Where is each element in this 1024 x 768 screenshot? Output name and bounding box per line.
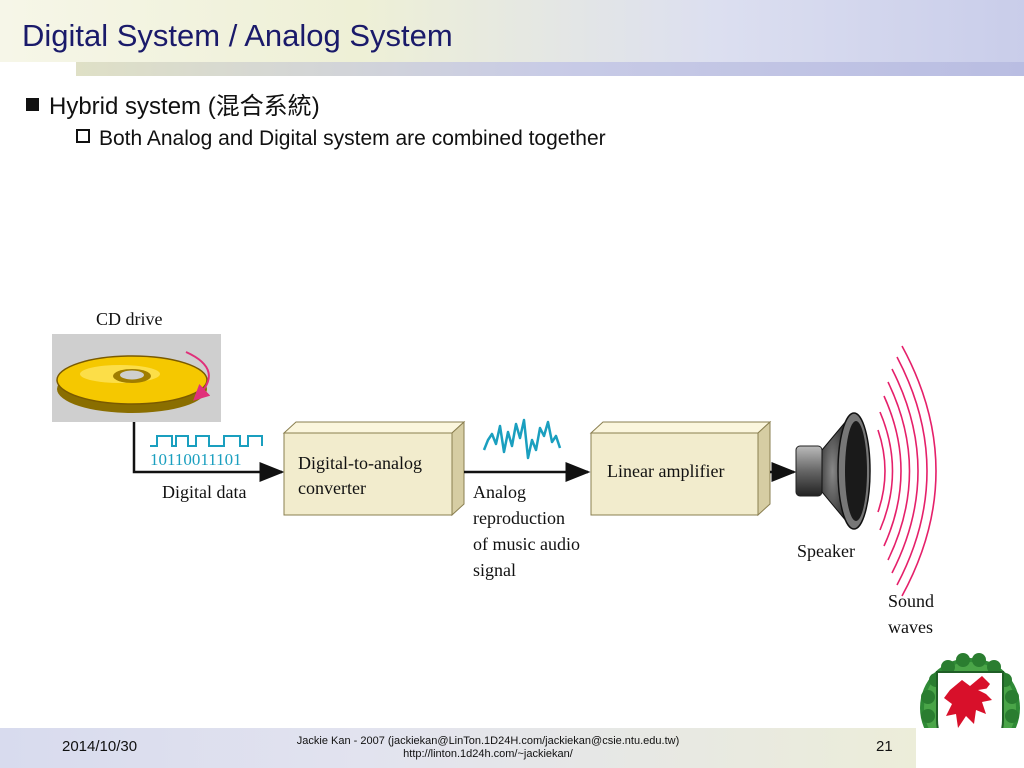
hollow-square-bullet-icon xyxy=(76,129,90,143)
analog-wave-icon xyxy=(482,418,562,460)
page-number: 21 xyxy=(876,738,893,755)
sound-waves-label-line: waves xyxy=(888,617,933,637)
hybrid-system-diagram: CD drive 10110011101 Digital data Digita… xyxy=(52,309,1020,728)
title-bar xyxy=(0,0,1024,62)
dac-box xyxy=(282,420,466,517)
footer-bar xyxy=(0,728,916,768)
analog-label-line: reproduction xyxy=(473,508,565,528)
analog-label: Analog reproduction of music audio signa… xyxy=(473,482,584,580)
amplifier-box xyxy=(589,420,772,517)
analog-label-line: signal xyxy=(473,560,516,580)
speaker-label: Speaker xyxy=(797,541,855,561)
analog-label-line: of music audio xyxy=(473,534,580,554)
bullet-hybrid-close: ) xyxy=(311,93,320,120)
bullet-combined-text: Both Analog and Digital system are combi… xyxy=(99,127,606,150)
dac-label-line1: Digital-to-analog xyxy=(298,453,422,473)
bits-label: 10110011101 xyxy=(150,450,242,469)
digital-data-arrow xyxy=(132,422,285,482)
bullet-combined: Both Analog and Digital system are combi… xyxy=(76,127,606,151)
bullet-hybrid-chinese: 混合系統 xyxy=(215,92,312,120)
sound-waves-label: Sound waves xyxy=(888,591,939,637)
analog-label-line: Analog xyxy=(473,482,526,502)
sound-waves-label-line: Sound xyxy=(888,591,934,611)
footer-credit-line1: Jackie Kan - 2007 (jackiekan@LinTon.1D24… xyxy=(296,735,680,747)
bullet-hybrid-text: Hybrid system ( xyxy=(49,93,216,120)
cd-drive-label: CD drive xyxy=(96,309,163,329)
footer-credit-line2: http://linton.1d24h.com/~jackiekan/ xyxy=(403,748,573,760)
title-underbar xyxy=(76,62,1024,76)
speaker-icon xyxy=(795,412,871,530)
bullet-hybrid-system: Hybrid system (混合系統) xyxy=(26,86,320,121)
dragon-crest-logo xyxy=(920,653,1020,728)
digital-data-label: Digital data xyxy=(162,482,246,502)
digital-pulse-icon xyxy=(150,435,263,447)
footer-date: 2014/10/30 xyxy=(62,738,138,755)
sound-waves-icon xyxy=(877,345,937,597)
footer-credit: Jackie Kan - 2007 (jackiekan@LinTon.1D24… xyxy=(240,735,736,761)
dac-label-line2: converter xyxy=(298,478,366,498)
amplifier-label: Linear amplifier xyxy=(607,461,724,481)
cd-disc-icon xyxy=(52,334,221,422)
square-bullet-icon xyxy=(26,98,39,111)
slide-title: Digital System / Analog System xyxy=(22,18,453,53)
